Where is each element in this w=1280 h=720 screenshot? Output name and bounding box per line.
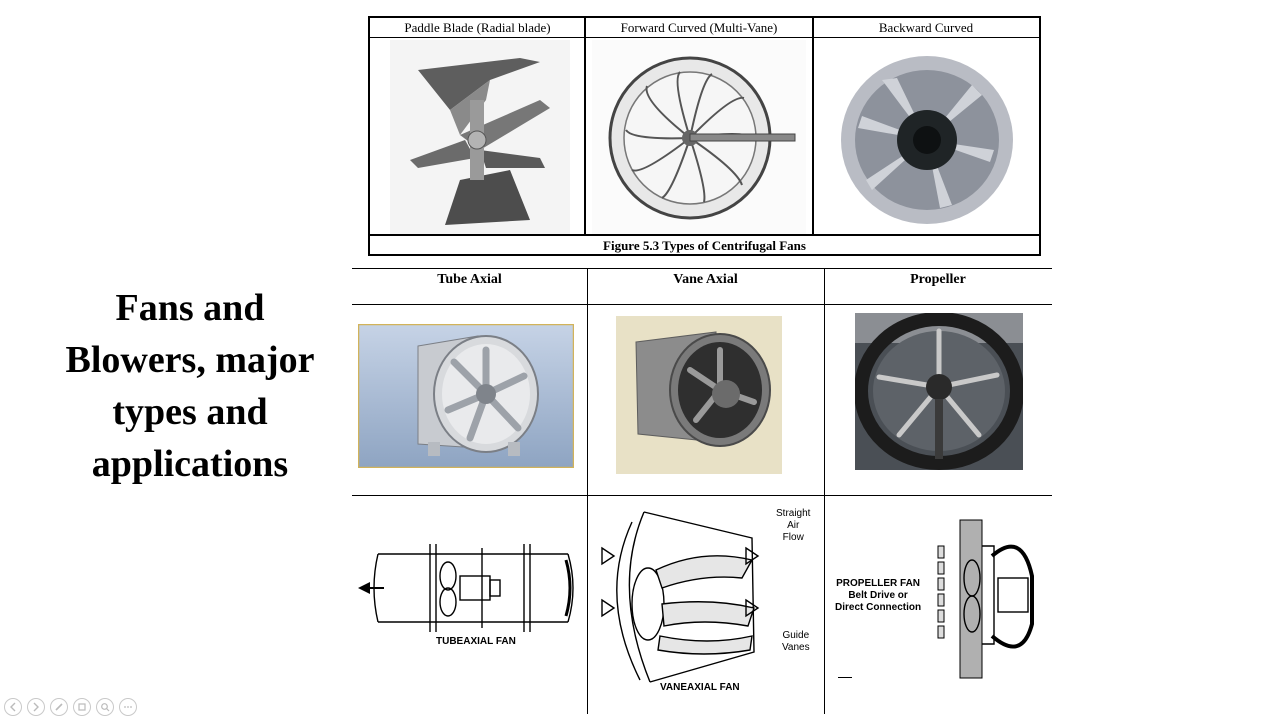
zoom-icon[interactable] (96, 698, 114, 716)
header-tube-axial: Tube Axial (437, 272, 502, 287)
slide-title-line: types and (112, 391, 268, 433)
vaneaxial-fan-label: VANEAXIAL FAN (660, 682, 740, 693)
guide-vanes-label: Guide Vanes (782, 630, 810, 654)
divider (352, 268, 1052, 269)
divider (587, 268, 588, 714)
slide-title-line: applications (91, 443, 289, 485)
propeller-fan-diagram (937, 519, 1034, 679)
label-line: Direct Connection (835, 602, 922, 613)
centrifugal-header-row (370, 18, 1039, 38)
forward-curved-fan-image (592, 40, 806, 236)
slide-title-line: Blowers, major (65, 339, 315, 381)
header-paddle-blade: Paddle Blade (Radial blade) (404, 20, 551, 35)
divider (352, 495, 1052, 496)
next-icon[interactable] (27, 698, 45, 716)
header-forward-curved: Forward Curved (Multi-Vane) (620, 20, 778, 35)
centrifugal-fans-table: Paddle Blade (Radial blade) Forward Curv… (368, 16, 1041, 256)
backward-curved-fan-image (822, 40, 1032, 236)
slides-icon[interactable] (73, 698, 91, 716)
straight-air-flow-label: Straight Air Flow (776, 508, 810, 544)
tubeaxial-fan-label: TUBEAXIAL FAN (436, 636, 516, 647)
pen-icon[interactable] (50, 698, 68, 716)
propeller-fan-label: PROPELLER FAN Belt Drive or Direct Conne… (835, 578, 921, 614)
header-propeller: Propeller (910, 272, 966, 287)
slide-title: Fans and Blowers, major types and applic… (40, 282, 340, 490)
slide-title-line: Fans and (115, 287, 265, 329)
divider (352, 304, 1052, 305)
divider (824, 268, 825, 714)
label-line: Guide (782, 630, 810, 641)
tubeaxial-fan-diagram (358, 544, 574, 632)
centrifugal-caption: Figure 5.3 Types of Centrifugal Fans (370, 234, 1039, 254)
dash-mark (838, 677, 852, 678)
propeller-fan-image (855, 313, 1023, 470)
more-icon[interactable] (119, 698, 137, 716)
label-line: Straight (776, 508, 811, 519)
divider (812, 18, 814, 236)
axial-fans-table: Tube Axial Vane Axial Propeller (352, 268, 1052, 714)
previous-icon[interactable] (4, 698, 22, 716)
divider (584, 18, 586, 236)
label-line: Vanes (782, 642, 810, 653)
label-line: Air (787, 520, 800, 531)
label-line: Flow (782, 532, 804, 543)
slideshow-controls (4, 698, 137, 718)
tube-axial-fan-image (358, 324, 574, 468)
header-vane-axial: Vane Axial (673, 272, 738, 287)
paddle-blade-fan-image (390, 40, 570, 236)
vane-axial-fan-image (616, 316, 782, 474)
vaneaxial-fan-diagram (601, 511, 760, 683)
label-line: Belt Drive or (848, 590, 908, 601)
label-line: PROPELLER FAN (836, 578, 921, 589)
header-backward-curved: Backward Curved (878, 20, 974, 35)
